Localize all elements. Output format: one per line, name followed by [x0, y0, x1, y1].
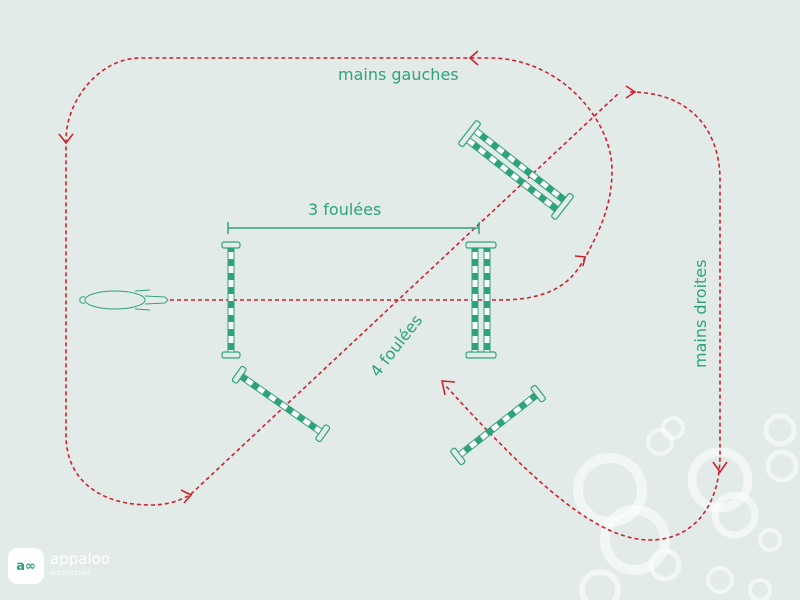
decorative-rings	[573, 413, 799, 600]
arrow-up-left-icon	[440, 380, 456, 396]
diagonal-fence-bottom-left	[231, 365, 331, 443]
vertical-fence-left	[221, 241, 241, 359]
right-hand-label: mains droites	[691, 260, 710, 368]
appaloo-logo: a∞ appaloo équitation	[8, 548, 110, 584]
appaloo-logo-icon: a∞	[8, 548, 44, 584]
riding-paths	[65, 57, 721, 541]
oxer-fence-right	[465, 241, 497, 359]
left-hand-loop-path	[65, 57, 621, 506]
arrow-right-icon	[625, 85, 637, 99]
arrow-right-icon	[180, 489, 193, 504]
horse-top-view-icon	[79, 289, 169, 311]
direction-arrows	[58, 50, 728, 504]
three-strides-measure	[227, 222, 480, 234]
right-hand-loop-path	[444, 91, 721, 541]
oxer-fence-diagonal-top	[458, 120, 574, 220]
left-hand-label: mains gauches	[338, 65, 459, 84]
arrow-up-right-icon	[574, 255, 586, 267]
diagonal-fence-bottom-right	[450, 384, 546, 466]
arrow-left-icon	[468, 50, 479, 66]
logo-name: appaloo	[50, 550, 110, 568]
three-strides-label: 3 foulées	[308, 200, 381, 219]
arrow-down-icon	[58, 133, 74, 145]
logo-wordmark: appaloo équitation	[50, 552, 110, 580]
logo-tagline: équitation	[50, 569, 91, 577]
arrow-down-icon	[712, 461, 728, 474]
